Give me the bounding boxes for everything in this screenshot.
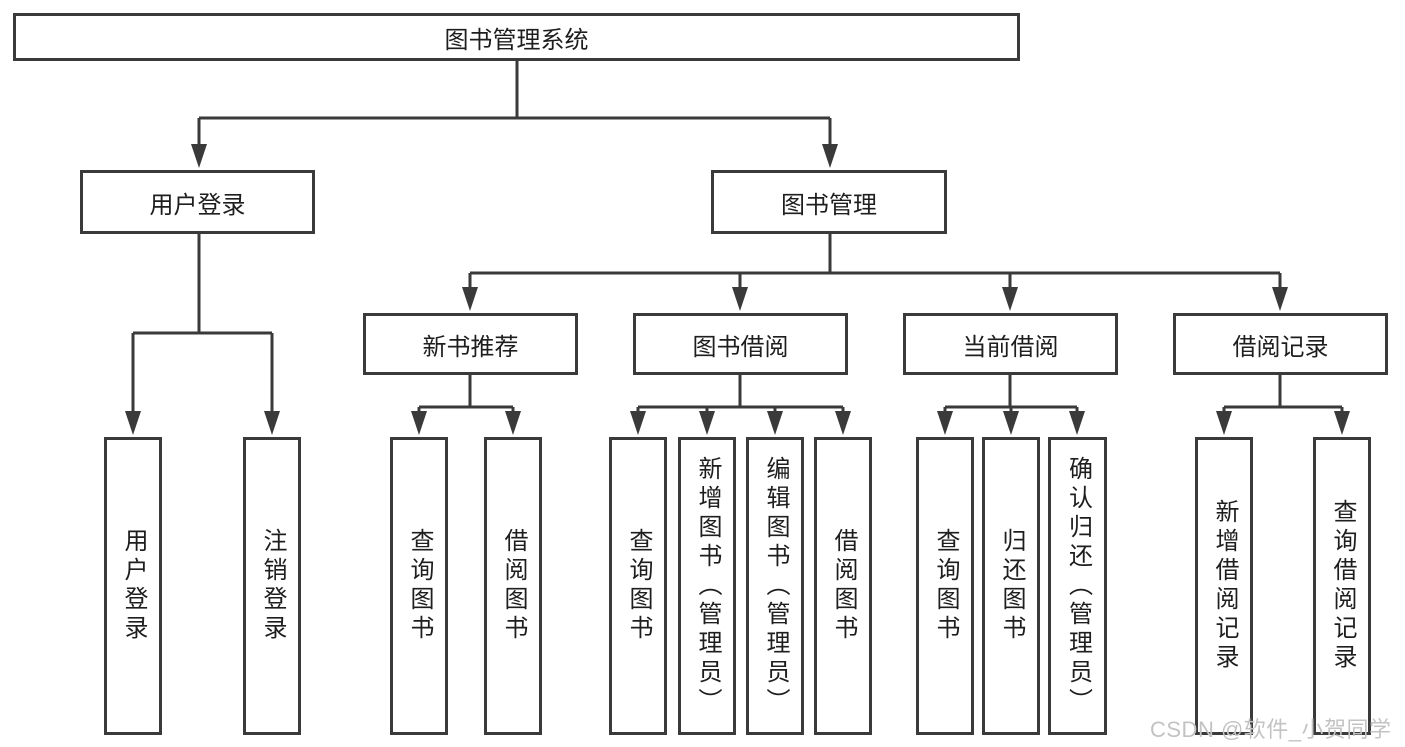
node-book-management: 图书管理 — [711, 170, 947, 234]
leaf-query-borrow-record: 查询借阅记录 — [1313, 437, 1371, 735]
leaf-label: 编辑图书（管理员） — [762, 455, 789, 717]
leaf-label: 查询借阅记录 — [1329, 499, 1356, 673]
leaf-label: 归还图书 — [998, 528, 1025, 644]
node-borrowing-records: 借阅记录 — [1173, 313, 1388, 375]
node-user-login: 用户登录 — [80, 170, 315, 234]
leaf-label: 借阅图书 — [830, 528, 857, 644]
leaf-label: 新增图书（管理员） — [694, 455, 721, 717]
arrowheads — [125, 144, 1350, 435]
leaf-query-books: 查询图书 — [390, 437, 448, 735]
leaf-add-borrow-record: 新增借阅记录 — [1195, 437, 1253, 735]
leaf-query-books: 查询图书 — [916, 437, 974, 735]
leaf-borrow-books: 借阅图书 — [484, 437, 542, 735]
leaf-label: 查询图书 — [406, 528, 433, 644]
leaf-user-login: 用户登录 — [104, 437, 162, 735]
leaf-edit-books-admin: 编辑图书（管理员） — [746, 437, 804, 735]
leaf-logout: 注销登录 — [243, 437, 301, 735]
node-book-borrowing: 图书借阅 — [633, 313, 848, 375]
leaf-label: 借阅图书 — [500, 528, 527, 644]
leaf-borrow-books: 借阅图书 — [814, 437, 872, 735]
leaf-return-books: 归还图书 — [982, 437, 1040, 735]
node-current-borrowing: 当前借阅 — [903, 313, 1118, 375]
leaf-label: 查询图书 — [625, 528, 652, 644]
leaf-add-books-admin: 新增图书（管理员） — [678, 437, 736, 735]
leaf-label: 用户登录 — [120, 528, 147, 644]
watermark: CSDN @软件_小贺同学 — [1150, 717, 1392, 742]
leaf-label: 注销登录 — [259, 528, 286, 644]
leaf-label: 查询图书 — [932, 528, 959, 644]
node-library-system: 图书管理系统 — [13, 13, 1020, 61]
leaf-label: 确认归还（管理员） — [1064, 455, 1092, 717]
leaf-confirm-return-admin: 确认归还（管理员） — [1048, 437, 1107, 735]
leaf-query-books: 查询图书 — [609, 437, 667, 735]
node-new-book-recommendation: 新书推荐 — [363, 313, 578, 375]
leaf-label: 新增借阅记录 — [1211, 499, 1238, 673]
